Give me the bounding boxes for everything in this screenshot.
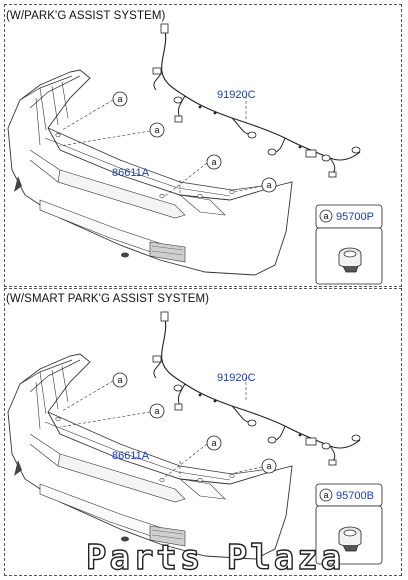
wiring-harness-drawing-2	[152, 311, 361, 466]
callout-2-3: a	[206, 435, 222, 451]
section-smart-park-assist	[4, 288, 402, 576]
section-title-smart-park-assist: (W/SMART PARK'G ASSIST SYSTEM)	[6, 293, 210, 305]
sensor-callout-1: a	[323, 211, 328, 221]
svg-text:a: a	[266, 180, 271, 190]
leader-lines-1	[59, 96, 263, 197]
part-number-sensor-1: 95700P	[336, 211, 374, 223]
part-number-harness-1: 91920C	[217, 89, 256, 101]
watermark-text: Parts Plaza	[85, 537, 345, 578]
part-number-bumper-2: 86611A	[112, 450, 150, 462]
svg-text:a: a	[154, 125, 159, 135]
callout-1-1: a	[112, 91, 128, 107]
leader-lines-2	[59, 377, 263, 478]
svg-text:a: a	[117, 375, 122, 385]
part-number-sensor-2: 95700B	[336, 490, 374, 502]
section-park-assist	[4, 4, 402, 287]
callout-2-1: a	[112, 372, 128, 388]
callout-1-2: a	[149, 122, 165, 138]
svg-text:a: a	[266, 461, 271, 471]
callout-2-4: a	[261, 458, 277, 474]
sensor-box-1: a 95700P	[315, 204, 383, 285]
sensor-box-2: a 95700B	[315, 483, 383, 565]
part-number-harness-2: 91920C	[217, 372, 256, 384]
part-number-bumper-1: 86611A	[112, 167, 150, 179]
section-title-park-assist: (W/PARK'G ASSIST SYSTEM)	[6, 10, 166, 22]
callout-1-4: a	[261, 177, 277, 193]
svg-text:a: a	[154, 406, 159, 416]
svg-text:a: a	[211, 157, 216, 167]
svg-text:a: a	[117, 94, 122, 104]
bumper-drawing-2	[7, 353, 293, 560]
wiring-harness-drawing-1	[152, 23, 361, 178]
callout-2-2: a	[149, 403, 165, 419]
sensor-callout-2: a	[323, 490, 328, 500]
callout-1-3: a	[206, 154, 222, 170]
svg-text:a: a	[211, 438, 216, 448]
